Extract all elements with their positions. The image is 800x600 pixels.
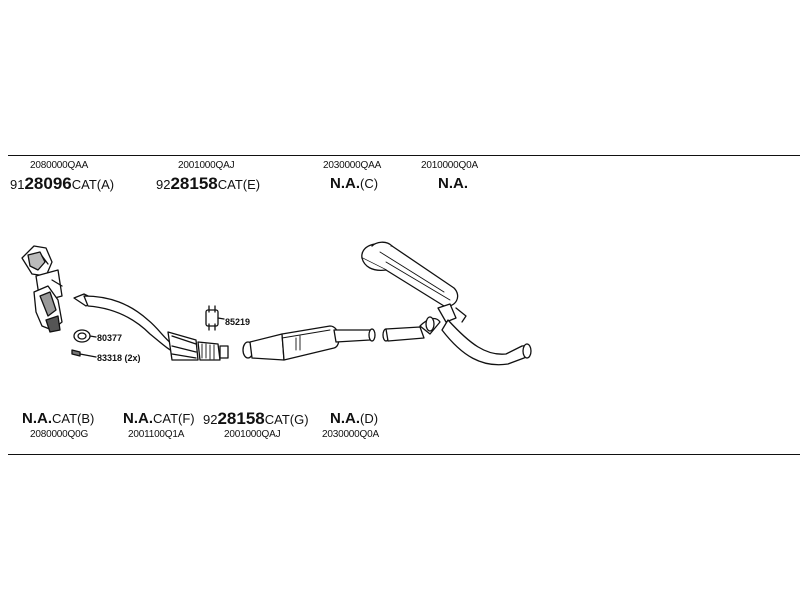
part-number: 28158: [217, 409, 265, 428]
manifold-catalyst-assembly: [21, 245, 63, 333]
part-number-bottom-3: 9228158CAT(G): [203, 410, 309, 427]
part-number-bottom-2: N.A.CAT(F): [123, 411, 195, 426]
part-number: N.A.: [438, 175, 468, 192]
part-code-bottom-3: 2001000QAJ: [224, 429, 281, 440]
bottom-separator-line: [8, 454, 800, 455]
part-code-bottom-1: 2080000Q0G: [30, 429, 89, 440]
part-suffix: (D): [360, 411, 379, 426]
part-number-top-2: 9228158CAT(E): [156, 175, 260, 192]
callout-bolts: 83318 (2x): [97, 353, 141, 363]
part-prefix: 92: [156, 177, 171, 192]
callout-hanger: 85219: [225, 317, 251, 327]
part-suffix: (C): [360, 176, 379, 191]
front-pipe-catalyst: [73, 293, 229, 361]
part-number: N.A.: [330, 410, 360, 427]
part-number-top-4: N.A.: [438, 176, 468, 191]
part-number: N.A.: [22, 410, 52, 427]
part-suffix: CAT(G): [264, 412, 309, 427]
part-code-top-1: 2080000QAA: [30, 160, 89, 171]
part-code-bottom-2: 2001100Q1A: [128, 429, 185, 440]
rubber-hanger: [205, 305, 225, 331]
part-suffix: CAT(A): [71, 177, 115, 192]
part-code-top-4: 2010000Q0A: [421, 160, 478, 171]
part-number-top-3: N.A.(C): [330, 176, 378, 191]
bolts: [71, 349, 97, 358]
part-code-top-3: 2030000QAA: [323, 160, 382, 171]
part-number: 28158: [170, 174, 218, 193]
part-code-top-2: 2001000QAJ: [178, 160, 235, 171]
part-code-bottom-4: 2030000Q0A: [322, 429, 379, 440]
part-number: N.A.: [123, 410, 153, 427]
part-number: 28096: [24, 174, 72, 193]
part-suffix: CAT(E): [217, 177, 261, 192]
callout-gasket: 80377: [97, 333, 123, 343]
rear-silencer: [361, 241, 532, 366]
part-number-top-1: 9128096CAT(A): [10, 175, 114, 192]
intermediate-pipe: [382, 316, 441, 342]
part-suffix: CAT(B): [52, 411, 95, 426]
top-separator-line: [8, 155, 800, 156]
part-prefix: 92: [203, 412, 218, 427]
part-number: N.A.: [330, 175, 360, 192]
part-suffix: CAT(F): [153, 411, 195, 426]
part-prefix: 91: [10, 177, 25, 192]
part-number-bottom-1: N.A.CAT(B): [22, 411, 94, 426]
middle-silencer: [242, 325, 376, 361]
part-number-bottom-4: N.A.(D): [330, 411, 378, 426]
